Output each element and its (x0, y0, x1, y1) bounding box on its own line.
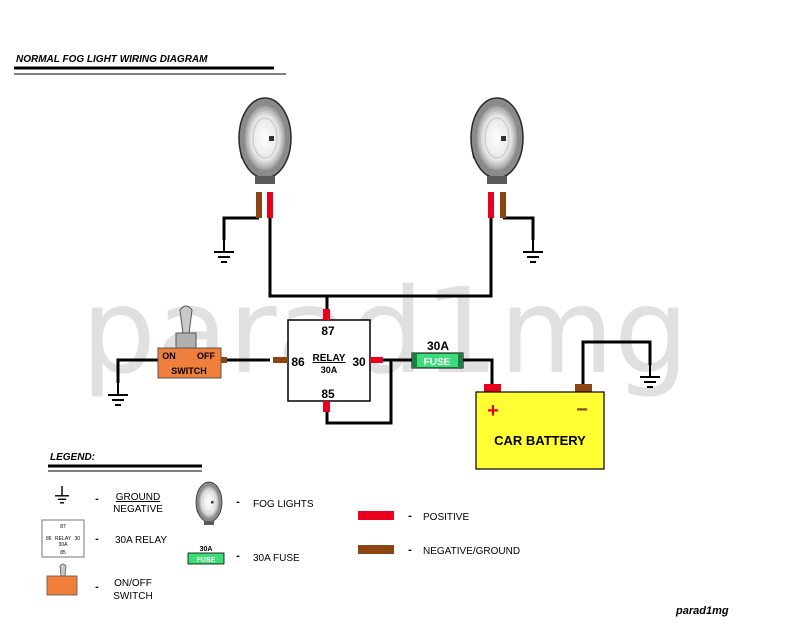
legend-ground-line2: NEGATIVE (113, 504, 163, 515)
switch-label: SWITCH (171, 366, 207, 376)
relay-pin-87: 87 (321, 324, 335, 338)
svg-text:RELAY: RELAY (55, 536, 72, 542)
relay-label: RELAY (313, 353, 346, 364)
fuse: 30A FUSE (411, 339, 464, 369)
legend: LEGEND: - GROUND NEGATIVE 87 86 RELAY 30… (41, 452, 520, 602)
battery-negative-post (575, 384, 592, 392)
fuse-rating: 30A (427, 339, 449, 353)
svg-text:85: 85 (60, 550, 66, 556)
legend-dash-relay: - (95, 533, 99, 545)
wire-battery-ground (581, 340, 652, 384)
battery-plus-sign: + (487, 400, 499, 422)
legend-negative-swatch (358, 545, 394, 554)
switch-on-label: ON (162, 351, 176, 361)
legend-relay-label: 30A RELAY (115, 535, 167, 546)
legend-relay-icon (41, 519, 85, 558)
legend-ground-icon (54, 485, 70, 504)
svg-text:87: 87 (60, 524, 66, 530)
legend-switch-icon (46, 575, 78, 596)
legend-positive-swatch (358, 511, 394, 520)
legend-fuse-icon (187, 552, 225, 565)
legend-dash-positive: - (408, 510, 412, 522)
on-off-switch: ON OFF SWITCH (157, 305, 227, 379)
relay-pin-87-terminal (323, 309, 330, 320)
watermark-text: parad1mg (81, 262, 689, 400)
wire-left-lamp-ground (222, 216, 259, 240)
legend-positive-label: POSITIVE (423, 512, 469, 523)
wire-30-to-85 (325, 360, 393, 425)
svg-text:FUSE: FUSE (197, 557, 216, 564)
left-lamp-ground-icon (213, 237, 235, 263)
right-fog-light (470, 97, 524, 185)
svg-text:86: 86 (46, 536, 52, 542)
legend-dash-fog: - (236, 496, 240, 508)
signature: parad1mg (675, 605, 729, 617)
legend-dash-fuse: - (236, 550, 240, 562)
legend-dash-switch: - (95, 581, 99, 593)
right-lamp-ground-icon (522, 237, 544, 263)
legend-dash-negative: - (408, 544, 412, 556)
relay-pin-86-terminal (273, 357, 288, 363)
relay-pin-85: 85 (321, 387, 335, 401)
relay-pin-86: 86 (291, 355, 305, 369)
left-lamp-positive-terminal (267, 192, 273, 218)
legend-dash-ground: - (95, 493, 99, 505)
left-lamp-negative-terminal (256, 192, 262, 218)
relay: 87 86 30 85 RELAY 30A (273, 309, 383, 412)
wires (116, 216, 652, 425)
battery-minus-sign: − (576, 399, 588, 421)
legend-negative-label: NEGATIVE/GROUND (423, 546, 520, 557)
legend-switch-line1: ON/OFF (114, 578, 152, 589)
fuse-label: FUSE (424, 357, 451, 368)
legend-fog-lights-label: FOG LIGHTS (253, 499, 314, 510)
relay-pin-30: 30 (352, 355, 366, 369)
relay-pin-30-terminal (370, 357, 383, 363)
wire-lamp-bus (268, 218, 493, 298)
legend-fog-light-icon (195, 481, 223, 526)
svg-text:30: 30 (74, 536, 80, 542)
legend-heading: LEGEND: (50, 452, 95, 463)
left-fog-light (238, 97, 292, 185)
legend-switch-lever-icon (59, 563, 67, 577)
diagram-title: NORMAL FOG LIGHT WIRING DIAGRAM (16, 54, 208, 65)
wire-right-lamp-ground (503, 216, 535, 240)
legend-ground-line1: GROUND (116, 492, 160, 503)
legend-fuse-label: 30A FUSE (253, 553, 300, 564)
battery-label: CAR BATTERY (494, 433, 586, 448)
switch-off-label: OFF (197, 351, 215, 361)
wire-fuse-to-battery (463, 358, 494, 384)
battery-positive-post (484, 384, 501, 392)
right-lamp-negative-terminal (500, 192, 506, 218)
switch-toggle-lever (179, 305, 193, 335)
relay-pin-85-terminal (323, 401, 330, 412)
relay-rating: 30A (321, 365, 338, 375)
legend-switch-line2: SWITCH (113, 591, 152, 602)
wire-switch-ground (116, 358, 158, 383)
svg-text:30A: 30A (59, 542, 69, 548)
car-battery: + − CAR BATTERY (475, 384, 605, 470)
battery-body (475, 391, 605, 470)
switch-body (157, 347, 222, 379)
relay-body (287, 319, 371, 402)
svg-text:30A: 30A (200, 546, 213, 553)
right-lamp-positive-terminal (488, 192, 494, 218)
